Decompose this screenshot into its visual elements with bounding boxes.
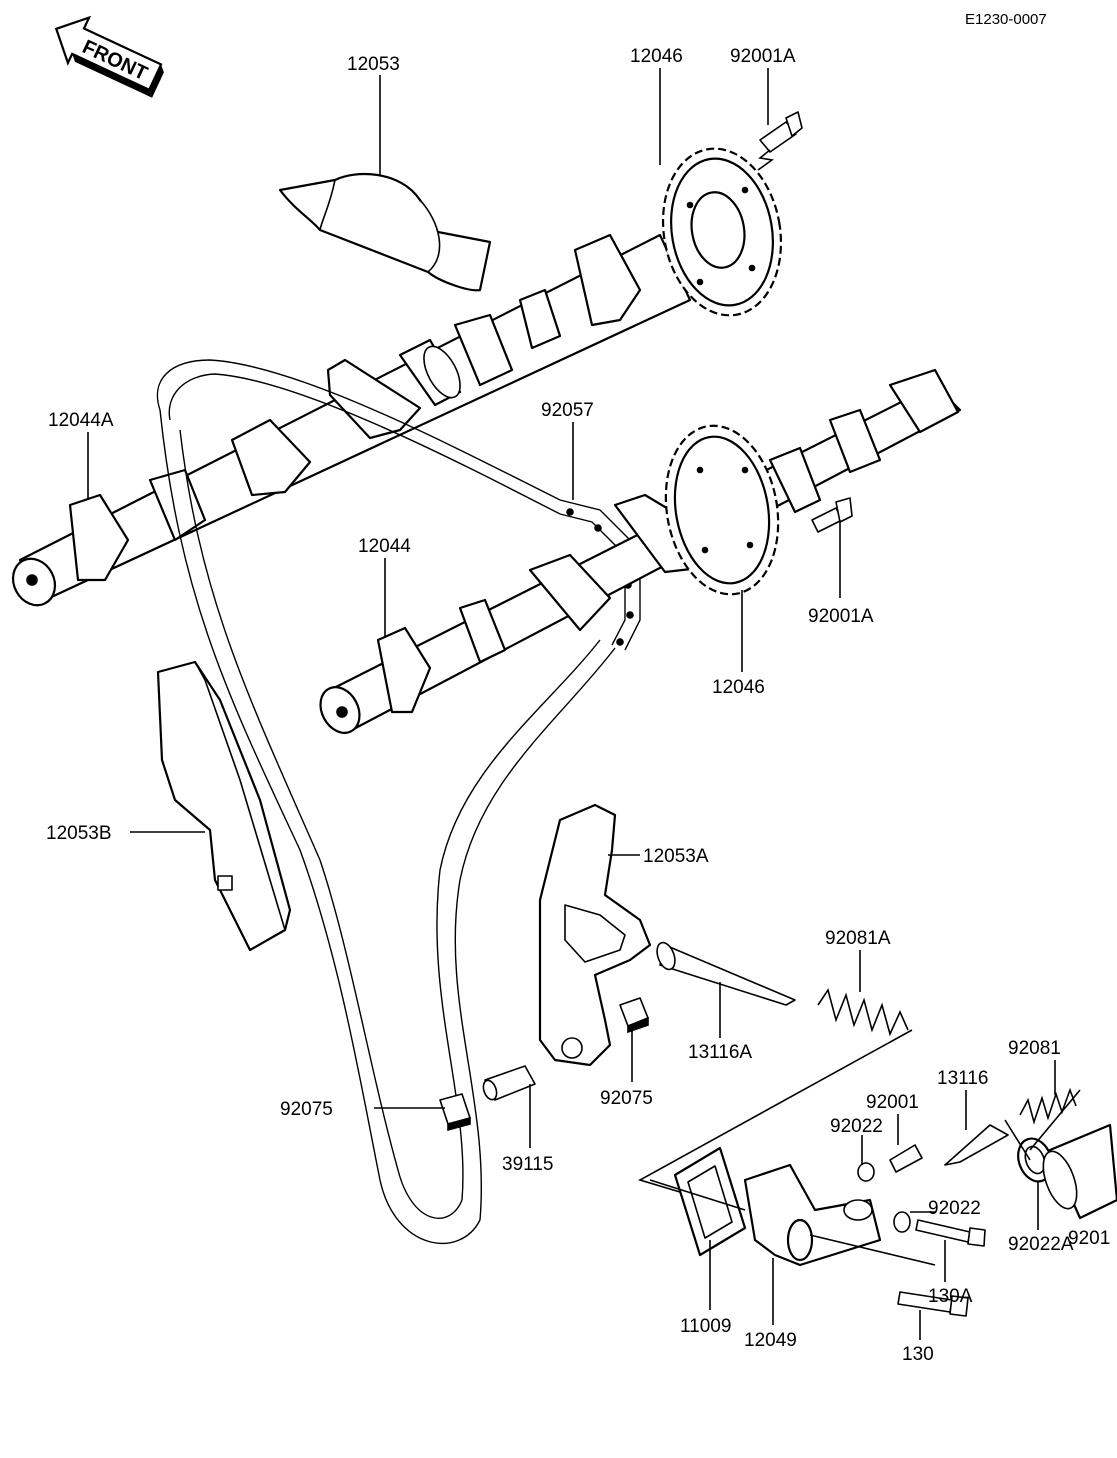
bolt-130 [897,1291,969,1317]
label-12044A: 12044A [48,410,114,431]
label-92081: 92081 [1008,1038,1061,1059]
label-39115: 39115 [502,1154,553,1175]
bolt-130A [915,1219,986,1247]
chain-guide-12053A [538,803,652,1067]
label-92075-left: 92075 [280,1099,333,1120]
label-92075-right: 92075 [600,1088,653,1109]
tensioner-rod-13116A [656,941,796,1006]
camshaft-12044 [319,368,962,734]
pin-39115 [482,1065,536,1101]
label-12046-top: 12046 [630,46,683,67]
drawing-code: E1230-0007 [965,11,1047,28]
bolt-92001 [889,1144,923,1173]
tensioner-body-12049 [743,1163,882,1267]
rod-13116 [944,1124,1009,1166]
label-12046-bottom: 12046 [712,677,765,698]
gasket-11009 [673,1146,747,1257]
label-12053A: 12053A [643,846,709,867]
bolt-92001A-lower [811,497,853,533]
label-130A: 130A [928,1286,973,1307]
label-92001: 92001 [866,1092,919,1113]
spring-92081 [1019,1087,1077,1125]
camshaft-cap-12053 [278,172,492,292]
part-labels: 12053 12046 92001A 12044A 92057 12044 92… [46,46,1110,1365]
label-13116A: 13116A [688,1042,752,1063]
label-92081A: 92081A [825,928,891,949]
washer-92022-mid [893,1211,911,1233]
label-12053: 12053 [347,54,400,75]
label-130: 130 [902,1344,934,1365]
label-12044: 12044 [358,536,411,557]
washer-92022-upper [857,1162,875,1182]
pad-92075-right [619,997,649,1034]
pad-92075-left [439,1093,471,1132]
label-13116: 13116 [937,1068,988,1089]
label-92057: 92057 [541,400,594,421]
label-92022A: 92022A [1008,1234,1074,1255]
label-12053B: 12053B [46,823,112,844]
leader-lines [87,68,1081,1340]
label-11009: 11009 [680,1316,731,1337]
label-9201: 9201 [1068,1228,1110,1249]
camshaft-12044A [11,233,692,607]
front-arrow-icon: FRONT [54,15,164,98]
label-92022-top: 92022 [830,1116,883,1137]
chain-guide-12053B [156,660,292,952]
label-12049: 12049 [744,1330,797,1351]
sprocket-12046-upper [661,147,783,317]
label-92001A-right: 92001A [808,606,874,627]
bolt-92001A-upper [757,111,803,171]
cap-9201 [1042,1123,1117,1220]
label-92022-mid: 92022 [928,1198,981,1219]
label-92001A-top: 92001A [730,46,796,67]
sprocket-12046-lower [664,424,780,596]
